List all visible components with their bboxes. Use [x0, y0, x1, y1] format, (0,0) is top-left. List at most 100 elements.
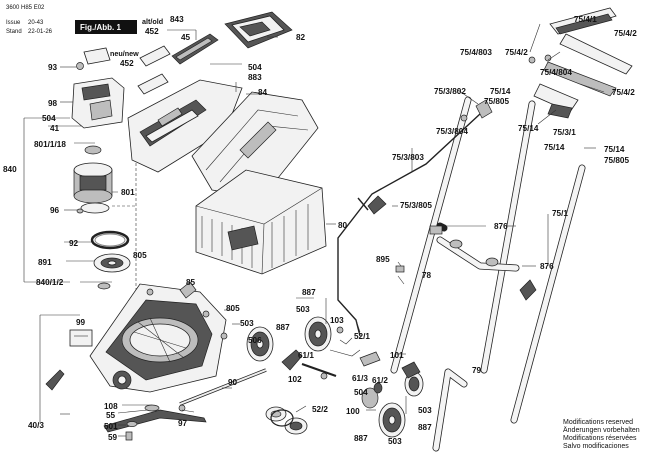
- label-41: 41: [50, 124, 60, 133]
- label-84: 84: [258, 88, 268, 97]
- label-75-14-b: 75/14: [518, 124, 539, 133]
- label-97: 97: [178, 419, 188, 428]
- label-85: 85: [186, 278, 196, 287]
- label-503-top: 503: [296, 305, 310, 314]
- note-en: Modifications reserved: [563, 419, 633, 426]
- stand-value: 22-01-26: [28, 29, 53, 35]
- handle-top-75-4: [528, 7, 633, 119]
- note-fr: Modifications réservées: [563, 435, 637, 442]
- label-504-left: 504: [42, 114, 56, 123]
- label-96: 96: [50, 206, 60, 215]
- label-75-3-1: 75/3/1: [553, 128, 576, 137]
- label-887-right: 887: [418, 423, 432, 432]
- label-876-upper: 876: [494, 222, 508, 231]
- label-840-1-2: 840/1/2: [36, 278, 64, 287]
- note-es: Salvo modificaciones: [563, 443, 629, 450]
- label-alt-old: alt/old: [142, 17, 163, 26]
- label-75-4-2-mid: 75/4/2: [505, 48, 528, 57]
- badge-452: [137, 45, 171, 95]
- wheel-hub-lower-right: [361, 371, 424, 409]
- axle-rod-90: [179, 368, 267, 406]
- label-61-2: 61/2: [372, 376, 388, 385]
- label-887-top: 887: [302, 288, 316, 297]
- cover-84: [191, 91, 319, 199]
- grass-box-80: [195, 169, 327, 275]
- issue-value: 20-43: [28, 20, 44, 26]
- label-40-3: 40/3: [28, 421, 44, 430]
- label-75-805-b: 75/805: [604, 156, 629, 165]
- label-75-14-d: 75/14: [604, 145, 625, 154]
- label-843: 843: [170, 15, 184, 24]
- stand-label: Stand: [6, 29, 22, 35]
- label-805-left: 805: [133, 251, 147, 260]
- label-99: 99: [76, 318, 86, 327]
- issue-label: Issue: [6, 20, 21, 26]
- doc-number: 3600 H85 E02: [6, 5, 45, 11]
- height-adjuster-61: [281, 337, 421, 380]
- label-887-bottom: 887: [354, 434, 368, 443]
- label-895: 895: [376, 255, 390, 264]
- wheel-upper-right-887: [304, 316, 344, 352]
- document-header: 3600 H85 E02 Issue 20-43 Stand 22-01-26 …: [6, 5, 137, 35]
- label-452-alt: 452: [145, 27, 159, 36]
- upper-housing-843: [127, 79, 243, 173]
- figure-label-box: [75, 20, 137, 34]
- wheel-upper-left-887: [246, 326, 274, 362]
- label-52-2: 52/2: [312, 405, 328, 414]
- modification-notes: Modifications reserved Änderungen vorbeh…: [563, 419, 640, 450]
- note-de: Änderungen vorbehalten: [563, 426, 640, 434]
- label-79: 79: [472, 366, 482, 375]
- label-75-4-803: 75/4/803: [460, 48, 492, 57]
- label-neu-new: neu/new: [110, 49, 139, 58]
- label-75-3-803: 75/3/803: [392, 153, 424, 162]
- label-75-805-a: 75/805: [484, 97, 509, 106]
- label-75-3-805: 75/3/805: [400, 201, 432, 210]
- label-504-top: 504: [248, 63, 262, 72]
- blade-97: [103, 404, 207, 441]
- label-75-3-804: 75/3/804: [436, 127, 468, 136]
- wheel-lower-887: [378, 402, 406, 438]
- label-103: 103: [330, 316, 344, 325]
- label-840: 840: [3, 165, 17, 174]
- label-75-14-a: 75/14: [490, 87, 511, 96]
- label-75-14-c: 75/14: [544, 143, 565, 152]
- belt-92: [90, 230, 130, 250]
- label-805-right: 805: [226, 304, 240, 313]
- grip-45: [171, 33, 219, 65]
- label-102: 102: [288, 375, 302, 384]
- label-75-1: 75/1: [552, 209, 568, 218]
- label-78: 78: [422, 271, 432, 280]
- label-501: 501: [104, 422, 118, 431]
- label-90: 90: [228, 378, 238, 387]
- label-883: 883: [248, 73, 262, 82]
- motor-801: [73, 145, 113, 214]
- motor-housing-98: [71, 47, 125, 129]
- cutting-height-lever-40-3: [45, 369, 65, 391]
- lower-handle-78: [390, 96, 472, 374]
- upper-handle-75-1: [436, 100, 586, 424]
- label-891: 891: [38, 258, 52, 267]
- part-labels: 843 alt/old 452 45 82 neu/new 452 93 504…: [3, 15, 637, 446]
- label-92: 92: [69, 239, 79, 248]
- label-61-3: 61/3: [352, 374, 368, 383]
- fan-891: [93, 253, 131, 290]
- lid-82: [224, 11, 293, 49]
- label-75-4-1: 75/4/1: [574, 15, 597, 24]
- label-75-4-804: 75/4/804: [540, 68, 572, 77]
- label-503-right: 503: [418, 406, 432, 415]
- label-108: 108: [104, 402, 118, 411]
- label-503-mid: 503: [240, 319, 254, 328]
- label-801: 801: [121, 188, 135, 197]
- label-100: 100: [346, 407, 360, 416]
- mower-deck: [89, 281, 228, 393]
- label-55: 55: [106, 411, 116, 420]
- label-75-4-2-bottom: 75/4/2: [612, 88, 635, 97]
- label-887-mid: 887: [276, 323, 290, 332]
- lower-handle-79: [432, 368, 468, 452]
- label-503-bottom: 503: [388, 437, 402, 446]
- label-59: 59: [108, 433, 118, 442]
- label-61-1: 61/1: [298, 351, 314, 360]
- label-506: 506: [248, 336, 262, 345]
- bearing-52-2: [265, 406, 308, 435]
- figure-label: Fig./Abb. 1: [80, 23, 121, 32]
